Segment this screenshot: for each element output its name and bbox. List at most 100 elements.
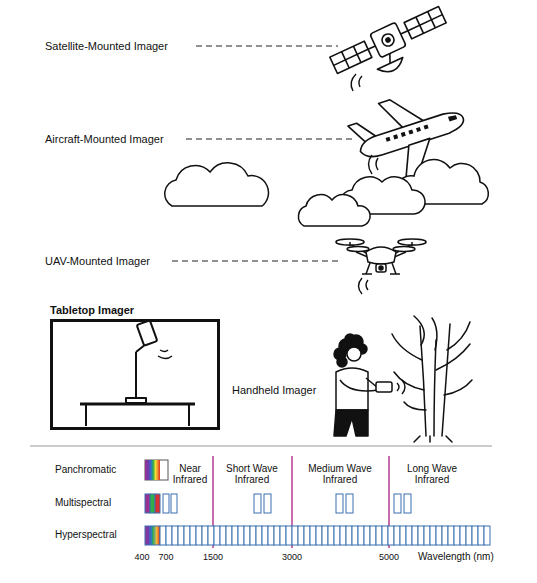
hyperspectral-bands-part xyxy=(436,526,442,545)
hyperspectral-bands-part xyxy=(238,526,244,545)
platform-label: UAV-Mounted Imager xyxy=(45,255,150,268)
uav-icon-part xyxy=(390,273,400,275)
hyperspectral-bands-part xyxy=(184,526,190,545)
aircraft-icon-part-part-part xyxy=(416,127,421,132)
hyperspectral-bands-part xyxy=(310,526,316,545)
hyperspectral-bands-part xyxy=(304,526,310,545)
hyperspectral-bands-part xyxy=(250,526,256,545)
hyperspectral-bands-part xyxy=(298,526,304,545)
panchromatic-band-part xyxy=(145,460,168,480)
handheld-imager-person-part xyxy=(376,382,392,392)
hyperspectral-bands-part xyxy=(322,526,328,545)
hyperspectral-bands-part xyxy=(280,526,286,545)
band-label: Long Wave Infrared xyxy=(399,463,465,486)
multispectral-bands-part xyxy=(171,494,177,513)
plant-illustration-part xyxy=(436,344,470,370)
multispectral-bands-part xyxy=(404,494,411,513)
row-label: Hyperspectral xyxy=(55,529,117,541)
plant-illustration-part xyxy=(414,316,424,345)
uav-icon-part xyxy=(336,239,364,245)
multispectral-bands-part xyxy=(254,494,261,513)
hyperspectral-bands-part xyxy=(352,526,358,545)
hyperspectral-bands-part xyxy=(160,526,166,545)
satellite-icon-part-part xyxy=(359,76,362,87)
aircraft-icon-part-part-part xyxy=(448,114,457,121)
hyperspectral-bands-part xyxy=(448,526,454,545)
hyperspectral-bands-part xyxy=(418,526,424,545)
hyperspectral-bands-part xyxy=(370,526,376,545)
hyperspectral-bands-part xyxy=(244,526,250,545)
aircraft-icon-part-part-part xyxy=(401,132,406,137)
hyperspectral-bands-part xyxy=(292,526,298,545)
plant-illustration-part xyxy=(434,340,436,436)
hyperspectral-bands-part xyxy=(262,526,268,545)
uav-icon-part xyxy=(379,266,383,270)
hyperspectral-bands-part xyxy=(358,526,364,545)
hyperspectral-bands-part xyxy=(400,526,406,545)
uav-icon-part xyxy=(376,264,386,272)
hyperspectral-bands-part xyxy=(190,526,196,545)
satellite-icon-part-part xyxy=(404,6,446,38)
band-label: Near Infrared xyxy=(169,463,211,486)
tabletop-imager-icon-part xyxy=(158,350,172,359)
multispectral-bands-part xyxy=(155,494,160,513)
leader-lines xyxy=(172,46,352,261)
multispectral-bands xyxy=(145,494,411,513)
hyperspectral-bands-part xyxy=(442,526,448,545)
aircraft-icon-part-part-part xyxy=(386,137,391,142)
aircraft-icon-part-part-part xyxy=(408,129,413,134)
platform-label: Satellite-Mounted Imager xyxy=(45,40,168,53)
plant-illustration-part xyxy=(442,324,450,436)
multispectral-bands-part xyxy=(264,494,271,513)
satellite-icon-part-part xyxy=(401,31,408,34)
box-outline xyxy=(50,319,220,430)
handheld-imager-person-part xyxy=(347,347,361,361)
axis-tick: 3000 xyxy=(282,552,302,562)
axis-title: Wavelength (nm) xyxy=(418,551,494,563)
satellite-icon-part-part xyxy=(330,41,372,73)
uav-icon-part xyxy=(366,263,370,274)
platform-label: Handheld Imager xyxy=(232,384,316,397)
satellite-icon-part-part xyxy=(351,74,356,91)
cloud-shapes-part xyxy=(298,195,370,226)
band-label: Short Wave Infrared xyxy=(219,463,285,486)
hyperspectral-bands-part xyxy=(214,526,220,545)
hyperspectral-bands-part xyxy=(412,526,418,545)
hyperspectral-bands-part xyxy=(454,526,460,545)
band-label: Medium Wave Infrared xyxy=(304,463,376,486)
satellite-icon-part xyxy=(328,3,455,93)
plant-illustration-part xyxy=(404,402,426,410)
row-label: Panchromatic xyxy=(55,464,116,476)
hyperspectral-bands-part xyxy=(334,526,340,545)
hyperspectral-bands-part xyxy=(268,526,274,545)
platform-label: Aircraft-Mounted Imager xyxy=(45,133,164,146)
satellite-icon-part xyxy=(351,74,362,91)
tabletop-imager-icon-part-part xyxy=(160,350,168,352)
multispectral-bands-part xyxy=(336,494,343,513)
multispectral-bands-part xyxy=(163,494,169,513)
uav-icon-part xyxy=(349,242,351,246)
hyperspectral-bands-part xyxy=(208,526,214,545)
satellite-icon xyxy=(328,3,455,93)
uav-icon-part xyxy=(359,278,369,294)
hyperspectral-bands-part xyxy=(316,526,322,545)
hyperspectral-bands-part xyxy=(196,526,202,545)
tabletop-imager-icon-part xyxy=(85,404,87,426)
plant-illustration-part xyxy=(394,372,424,390)
cloud-shapes xyxy=(165,160,489,226)
hyperspectral-bands-part xyxy=(166,526,172,545)
satellite-icon-part-part xyxy=(368,46,375,49)
hyperspectral-bands-part xyxy=(478,526,484,545)
satellite-icon-part-part xyxy=(380,32,396,48)
axis-tick: 400 xyxy=(134,552,149,562)
aircraft-icon-part xyxy=(369,155,379,174)
hyperspectral-bands-part xyxy=(172,526,178,545)
satellite-icon-part-part xyxy=(334,49,368,65)
aircraft-icon-part-part-part xyxy=(393,134,398,139)
tabletop-imager-icon-part xyxy=(126,398,146,403)
uav-icon-part xyxy=(411,242,413,246)
hyperspectral-bands-part xyxy=(226,526,232,545)
spectrum-chart xyxy=(145,456,490,548)
hyperspectral-bands-part xyxy=(340,526,346,545)
